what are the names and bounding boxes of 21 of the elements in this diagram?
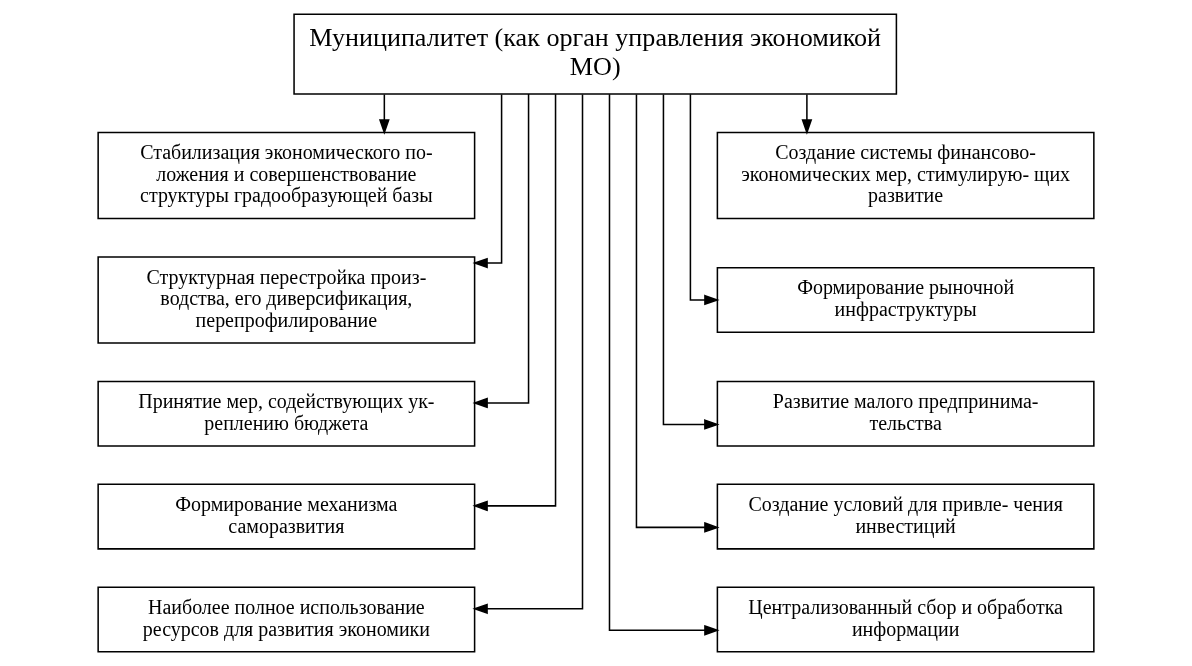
node-box: Формирование механизма саморазвития [97,483,476,550]
arrow [378,93,390,135]
arrow [472,93,530,409]
arrow [801,93,813,135]
arrow [662,93,720,430]
node-box: Наиболее полное использование ресурсов для развития экономики [97,586,476,653]
arrow [608,93,720,636]
node-box: Развитие малого предпринима- тельства [716,380,1095,447]
arrow [472,93,584,615]
arrow [635,93,720,533]
node-box: Структурная перестройка произ- водства, его диверсификация, перепрофилирование [97,256,476,344]
arrow [472,93,503,269]
arrow [472,93,557,512]
node-box: Муниципалитет (как орган управления экономикой МО) [293,13,898,95]
node-box: Создание условий для привле- чения инвестиций [716,483,1095,550]
node-box: Формирование рыночной инфраструктуры [716,266,1095,333]
arrow [689,93,720,306]
node-box: Создание системы финансово- экономических мер, стимулирую- щих развитие [716,131,1095,220]
node-box: Стабилизация экономического по- ложения и совершенствование структуры градообразующей базы [97,131,476,220]
node-box: Принятие мер, содействующих ук- реплению бюджета [97,380,476,447]
node-box: Централизованный сбор и обработка информации [716,586,1095,653]
